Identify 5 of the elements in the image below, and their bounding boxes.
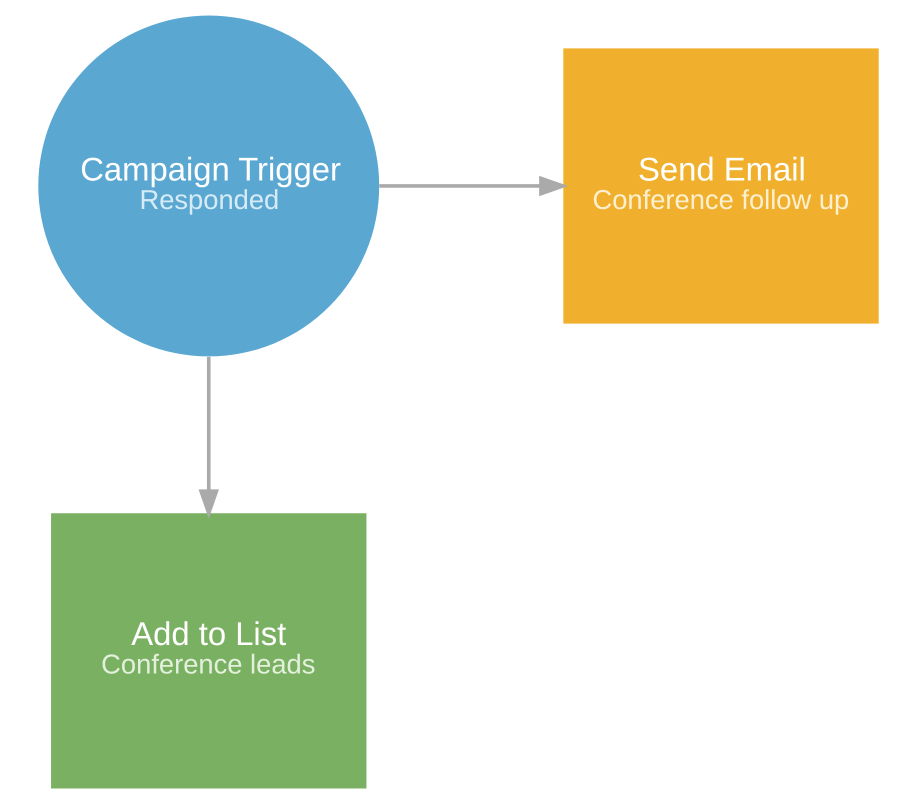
node-box: Send Email Conference follow up xyxy=(562,48,878,324)
arrow xyxy=(378,176,568,196)
node-circle: Campaign Trigger Responded xyxy=(38,16,379,356)
arrow xyxy=(198,356,218,519)
node-box: Add to List Conference leads xyxy=(50,513,366,788)
